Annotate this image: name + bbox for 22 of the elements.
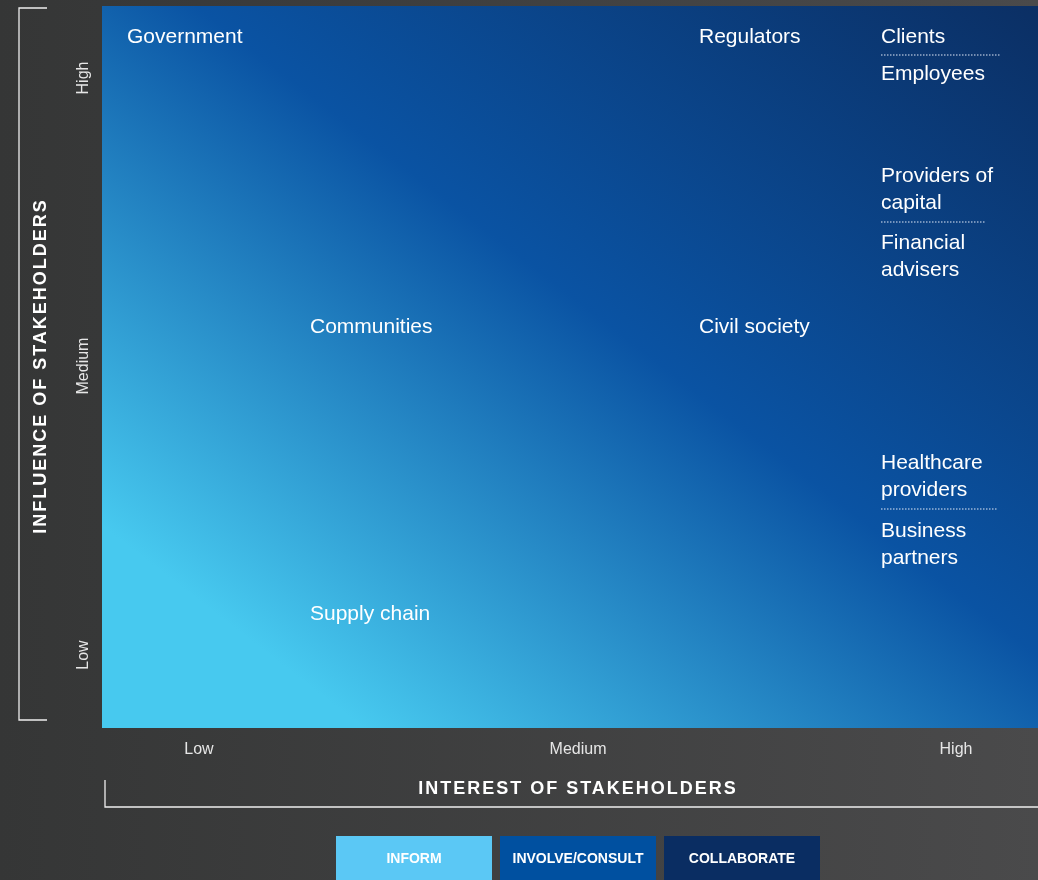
axis-tick-label: High <box>74 61 92 95</box>
axis-title: INFLUENCE OF STAKEHOLDERS <box>29 198 51 534</box>
stakeholder-label: Healthcare providers <box>881 449 984 502</box>
stakeholder-label: Regulators <box>699 23 801 49</box>
stakeholder-label: Civil society <box>699 313 810 339</box>
stakeholder-label: Communities <box>310 313 433 339</box>
axis-tick-label: Medium <box>74 337 92 395</box>
axis-tick-label: High <box>939 740 973 758</box>
stakeholder-label: Employees <box>881 60 985 86</box>
stakeholder-label: Providers of capital <box>881 162 995 215</box>
axis-tick-label: Low <box>184 740 214 758</box>
axis-tick-label: Medium <box>549 740 607 758</box>
legend-swatch: INVOLVE/CONSULT <box>500 836 656 880</box>
stakeholder-label: Business partners <box>881 517 968 570</box>
stakeholder-label: Clients <box>881 23 946 49</box>
stakeholder-label: Financial advisers <box>881 229 967 282</box>
legend-swatch: COLLABORATE <box>664 836 820 880</box>
axis-tick-label: Low <box>74 640 92 670</box>
stakeholder-label: Supply chain <box>310 600 431 626</box>
stakeholder-label: Government <box>127 23 243 49</box>
axis-title: INTEREST OF STAKEHOLDERS <box>418 777 738 799</box>
legend-swatch: INFORM <box>336 836 492 880</box>
